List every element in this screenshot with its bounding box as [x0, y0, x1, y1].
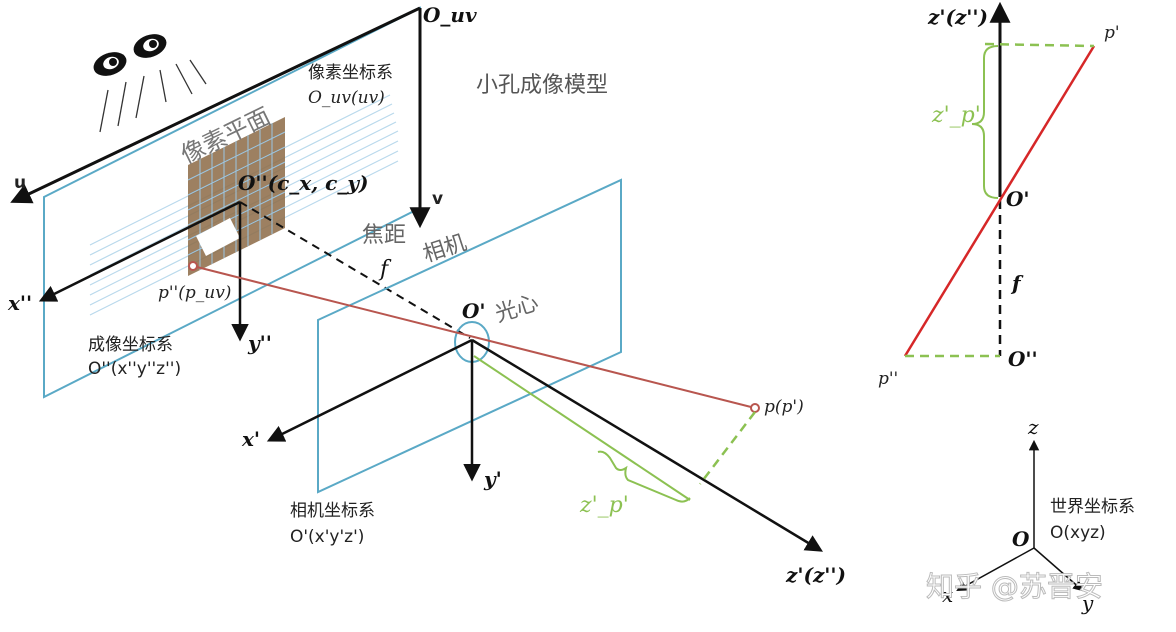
depth-guide	[473, 355, 691, 501]
camera-coord-sub: O'(x'y'z')	[290, 527, 364, 547]
diagram-title: 小孔成像模型	[476, 73, 608, 98]
side-depth-label: z'_p'	[931, 103, 981, 128]
optical-center-label: 光心	[492, 290, 542, 327]
world-x-axis	[956, 547, 1035, 592]
origin-uv-label: O_uv	[423, 3, 477, 27]
point-p2	[188, 261, 198, 271]
point-p	[750, 403, 760, 413]
side-p-top-label: p'	[1104, 23, 1120, 43]
focal-dashed-line	[239, 201, 471, 339]
optical-origin-label: O'	[462, 299, 486, 323]
world-y-label: y	[1081, 591, 1094, 615]
world-coord-sub: O(xyz)	[1050, 523, 1106, 543]
camera-plane-label: 相机	[420, 230, 470, 267]
side-depth-brace	[971, 45, 999, 199]
watermark: 知乎 @苏晋安	[926, 570, 1103, 603]
world-coord-title: 世界坐标系	[1050, 497, 1135, 517]
x2-label: x''	[7, 291, 32, 315]
side-focal-label: f	[1010, 271, 1024, 295]
side-axis-label: z'(z'')	[927, 5, 988, 29]
x1-label: x'	[241, 427, 260, 451]
x2-axis	[38, 200, 241, 302]
world-origin-label: O	[1012, 527, 1030, 551]
pixel-coord-title: 像素坐标系	[308, 63, 393, 83]
image-coord-title: 成像坐标系	[88, 335, 173, 355]
center-label: O''(c_x, c_y)	[238, 171, 368, 195]
z1-label: z'(z'')	[785, 563, 846, 587]
camera-coord-title: 相机坐标系	[290, 501, 375, 521]
y1-label: y'	[483, 467, 502, 491]
world-x-label: x	[942, 583, 953, 607]
image-coord-sub: O''(x''y''z'')	[88, 359, 181, 379]
pixel-coord-sub: O_uv(uv)	[308, 88, 385, 108]
side-origin-bottom-label: O''	[1008, 347, 1038, 371]
side-p-bottom-label: p''	[878, 369, 898, 389]
z1-axis	[471, 338, 823, 552]
u-axis	[10, 6, 421, 204]
v-label: v	[432, 189, 443, 209]
x1-axis	[266, 338, 473, 442]
focal-symbol: f	[378, 257, 392, 282]
depth-label: z'_p'	[579, 493, 629, 518]
world-z-label: z	[1027, 415, 1039, 439]
side-top-dashed	[984, 42, 1095, 48]
image-patch	[196, 218, 240, 256]
eye-icon	[93, 34, 167, 76]
u-label: u	[14, 173, 26, 193]
side-origin-top-label: O'	[1006, 187, 1030, 211]
p2-label: p''(p_uv)	[158, 283, 231, 303]
p-label: p(p')	[764, 397, 804, 417]
y2-label: y''	[247, 331, 272, 355]
world-y-axis	[1033, 547, 1084, 592]
depth-brace	[597, 450, 691, 503]
sight-lines-icon	[99, 59, 207, 133]
camera-plane	[317, 178, 622, 494]
projection-ray	[192, 265, 756, 409]
focal-label: 焦距	[362, 223, 406, 248]
depth-dashed	[699, 411, 756, 485]
side-ray	[903, 45, 1096, 357]
